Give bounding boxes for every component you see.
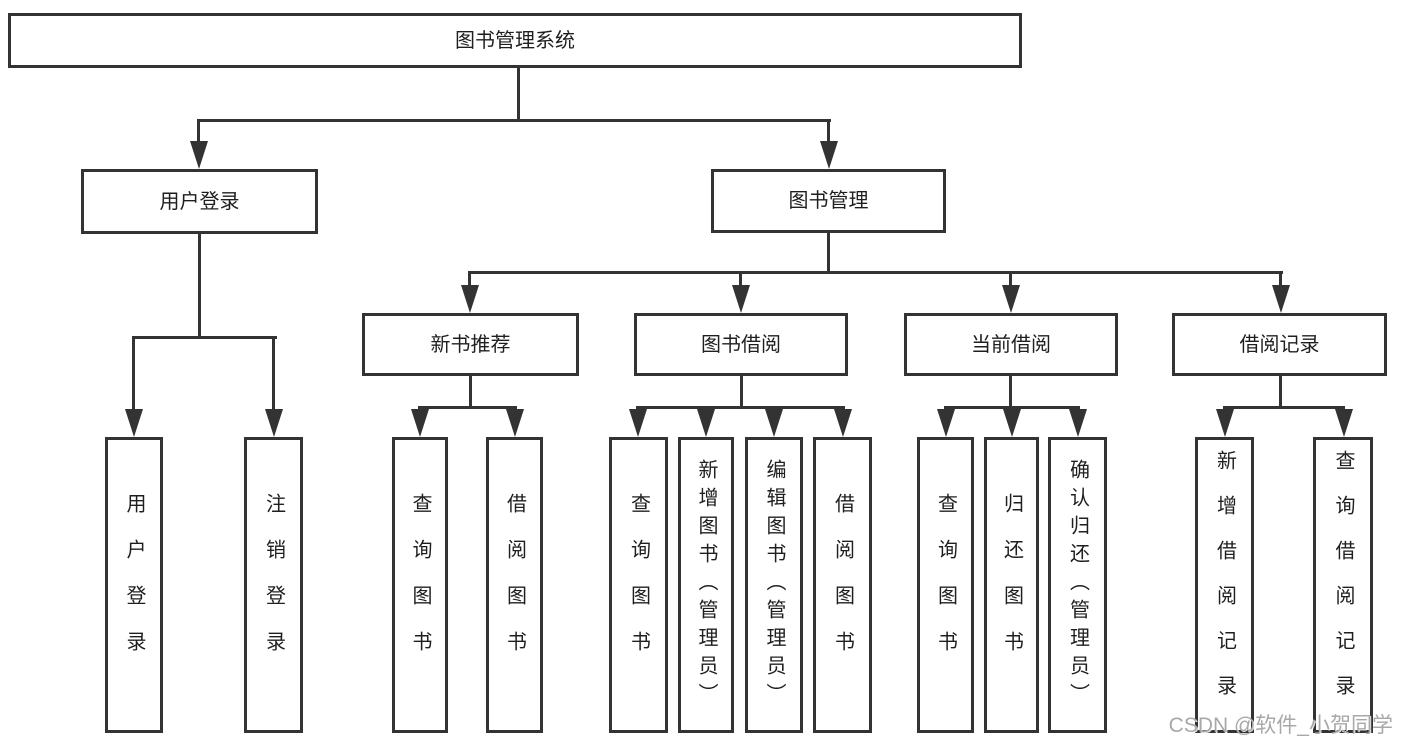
connector-arrow-shaft xyxy=(1279,271,1282,287)
connector-book-borrowing-bus xyxy=(636,406,845,409)
arrow-down-icon xyxy=(697,409,715,437)
leaf-return-books: 归还图书 xyxy=(984,437,1039,733)
leaf-query-books-2: 查询图书 xyxy=(609,437,668,733)
connector-user-login-bus xyxy=(132,336,277,339)
arrow-down-icon xyxy=(732,285,750,313)
arrow-down-icon xyxy=(461,285,479,313)
leaf-label: 归还图书 xyxy=(1000,493,1023,677)
arrow-down-icon xyxy=(820,141,838,169)
arrow-down-icon xyxy=(937,409,955,437)
arrow-down-icon xyxy=(1335,409,1353,437)
connector-arrow-shaft xyxy=(1009,271,1012,287)
connector-arrow-shaft xyxy=(739,271,742,287)
leaf-query-books-1: 查询图书 xyxy=(392,437,448,733)
connector-borrow-records-stem xyxy=(1279,376,1282,406)
arrow-down-icon xyxy=(411,409,429,437)
leaf-borrow-books-1: 借阅图书 xyxy=(486,437,543,733)
leaf-logout: 注销登录 xyxy=(244,437,303,733)
leaf-query-borrow-record: 查询借阅记录 xyxy=(1313,437,1373,733)
node-book-borrowing: 图书借阅 xyxy=(634,313,848,376)
leaf-add-book-admin: 新增图书（管理员） xyxy=(678,437,734,733)
leaf-edit-book-admin: 编辑图书（管理员） xyxy=(745,437,803,733)
arrow-down-icon xyxy=(834,409,852,437)
leaf-label: 新增图书（管理员） xyxy=(695,459,717,711)
leaf-label: 确认归还（管理员） xyxy=(1066,459,1089,711)
connector-book-mgmt-stem xyxy=(827,233,830,272)
node-borrowing-records: 借阅记录 xyxy=(1172,313,1387,376)
node-library-management-system: 图书管理系统 xyxy=(8,13,1022,68)
arrow-down-icon xyxy=(125,409,143,437)
leaf-label: 用户登录 xyxy=(123,493,145,677)
connector-arrow-shaft xyxy=(272,336,275,411)
connector-book-borrowing-stem xyxy=(740,376,743,406)
node-label: 新书推荐 xyxy=(430,333,511,356)
leaf-label: 新增借阅记录 xyxy=(1213,450,1236,720)
connector-arrow-shaft xyxy=(132,336,135,411)
node-label: 图书管理系统 xyxy=(455,29,575,52)
leaf-label: 编辑图书（管理员） xyxy=(763,459,785,711)
leaf-label: 注销登录 xyxy=(262,493,285,677)
connector-root-stem xyxy=(517,68,520,119)
leaf-add-borrow-record: 新增借阅记录 xyxy=(1195,437,1254,733)
leaf-borrow-books-2: 借阅图书 xyxy=(813,437,872,733)
arrow-down-icon xyxy=(1216,409,1234,437)
leaf-label: 查询图书 xyxy=(934,493,957,677)
connector-user-login-stem xyxy=(198,234,201,336)
connector-root-bus xyxy=(197,119,831,122)
connector-arrow-shaft xyxy=(468,271,471,287)
leaf-label: 借阅图书 xyxy=(831,493,854,677)
node-user-login: 用户登录 xyxy=(81,169,318,234)
arrow-down-icon xyxy=(1002,285,1020,313)
arrow-down-icon xyxy=(629,409,647,437)
connector-borrow-records-bus xyxy=(1223,406,1345,409)
node-label: 图书借阅 xyxy=(701,333,781,356)
node-label: 当前借阅 xyxy=(971,333,1051,356)
arrow-down-icon xyxy=(190,141,208,169)
leaf-query-books-3: 查询图书 xyxy=(917,437,974,733)
connector-current-borrowing-stem xyxy=(1009,376,1012,406)
arrow-down-icon xyxy=(1272,285,1290,313)
node-book-management: 图书管理 xyxy=(711,169,946,233)
leaf-label: 查询图书 xyxy=(409,493,431,677)
leaf-confirm-return-admin: 确认归还（管理员） xyxy=(1048,437,1107,733)
node-current-borrowing: 当前借阅 xyxy=(904,313,1118,376)
node-label: 借阅记录 xyxy=(1239,333,1320,356)
arrow-down-icon xyxy=(265,409,283,437)
leaf-label: 查询图书 xyxy=(627,493,650,677)
connector-new-book-stem xyxy=(469,376,472,406)
leaf-label: 查询借阅记录 xyxy=(1332,450,1354,720)
node-label: 图书管理 xyxy=(788,190,869,212)
connector-arrow-shaft xyxy=(827,119,830,145)
node-new-book-recommendation: 新书推荐 xyxy=(362,313,579,376)
leaf-label: 借阅图书 xyxy=(503,493,526,677)
arrow-down-icon xyxy=(1069,409,1087,437)
arrow-down-icon xyxy=(765,409,783,437)
leaf-user-login: 用户登录 xyxy=(105,437,163,733)
watermark-csdn: CSDN @软件_小贺同学 xyxy=(1168,714,1393,737)
connector-new-book-bus xyxy=(418,406,517,409)
node-label: 用户登录 xyxy=(159,190,240,213)
arrow-down-icon xyxy=(1003,409,1021,437)
connector-book-mgmt-bus xyxy=(468,271,1283,274)
arrow-down-icon xyxy=(506,409,524,437)
connector-arrow-shaft xyxy=(197,119,200,145)
